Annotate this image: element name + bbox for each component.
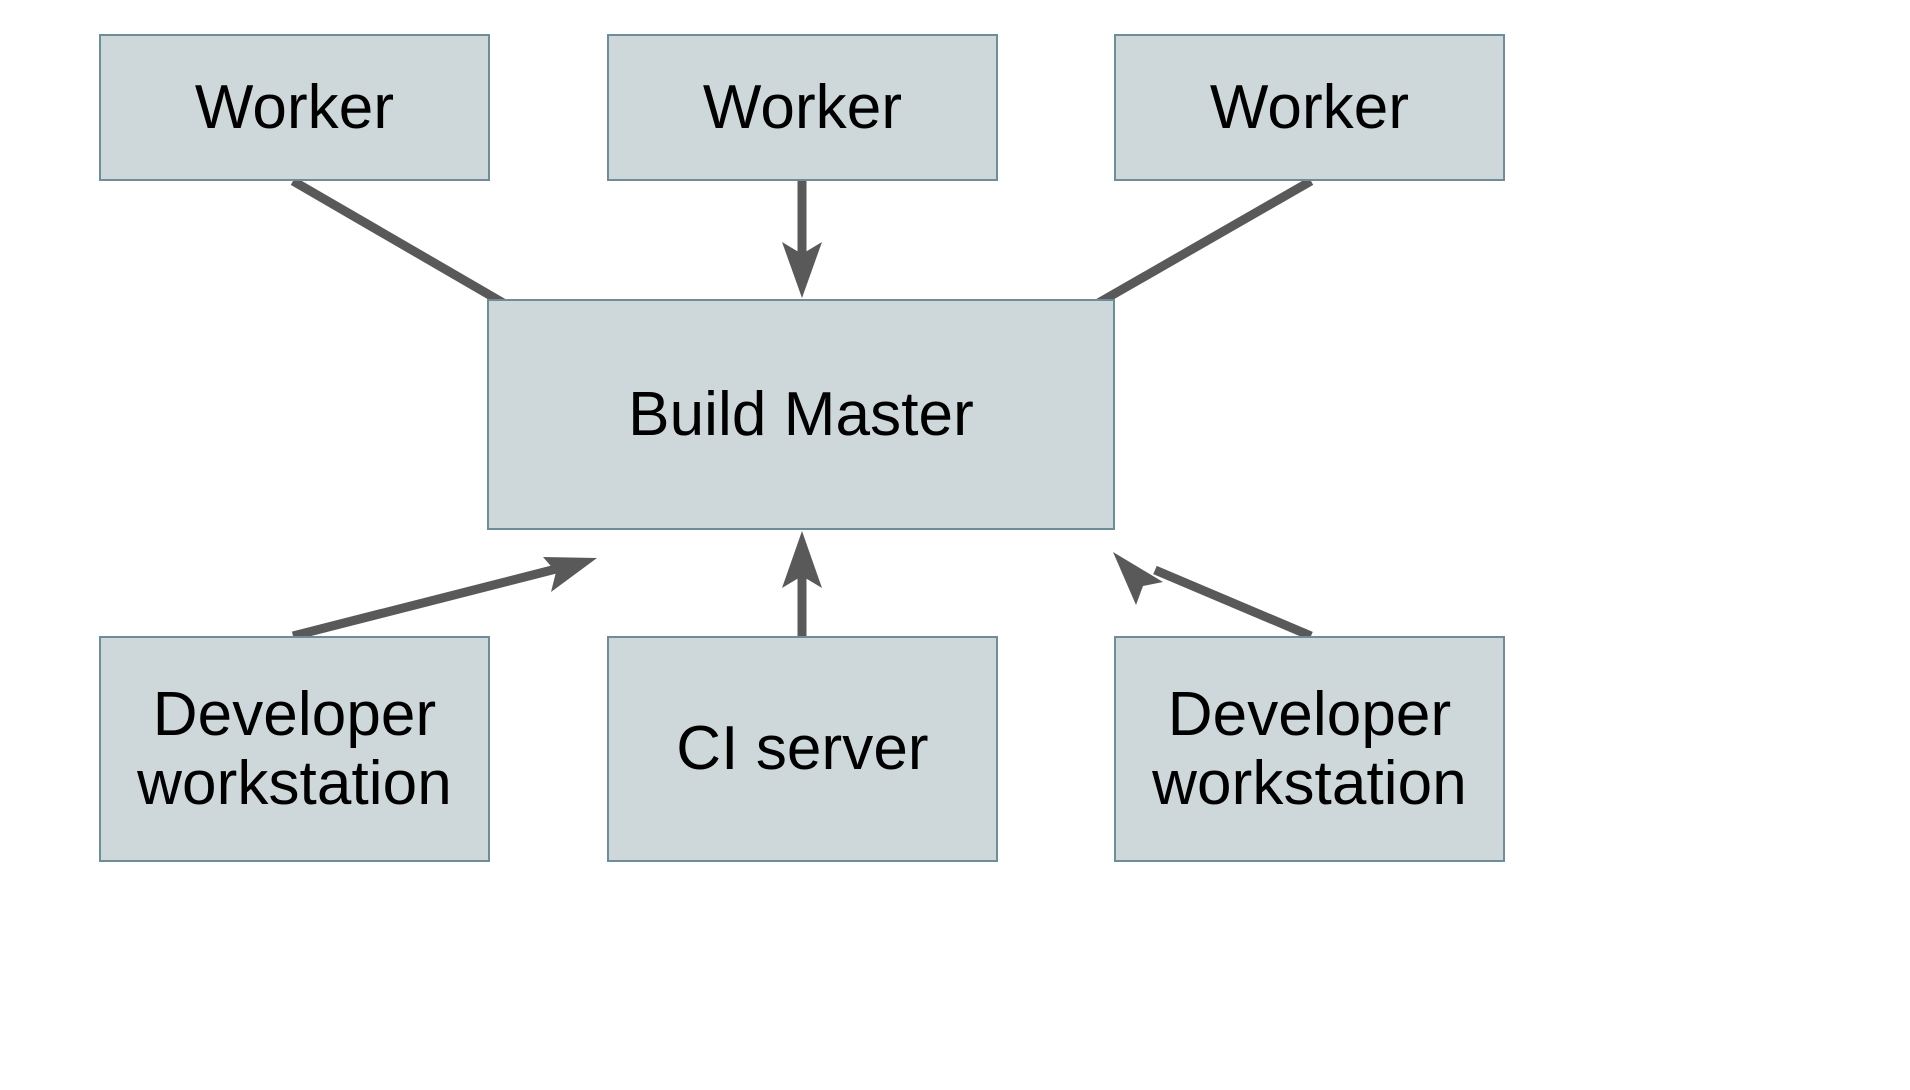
node-worker-3[interactable]: Worker [1114,34,1505,181]
edge-ci-server-to-master [782,531,822,636]
node-worker-3-label: Worker [1209,72,1410,142]
node-developer-workstation-right[interactable]: Developer workstation [1114,636,1505,862]
edge-dev-ws-right-to-master [1113,552,1313,641]
node-worker-2-label: Worker [702,72,903,142]
node-developer-workstation-left[interactable]: Developer workstation [99,636,490,862]
node-build-master[interactable]: Build Master [487,299,1115,530]
node-worker-1-label: Worker [194,72,395,142]
node-ci-server-label: CI server [676,714,929,784]
edge-dev-ws-left-to-master [291,557,597,641]
node-worker-1[interactable]: Worker [99,34,490,181]
node-developer-workstation-left-label: Developer workstation [137,679,452,818]
node-developer-workstation-right-label: Developer workstation [1152,679,1467,818]
node-build-master-label: Build Master [628,379,974,449]
node-worker-2[interactable]: Worker [607,34,998,181]
node-ci-server[interactable]: CI server [607,636,998,862]
edge-worker-2-to-master [782,181,822,298]
